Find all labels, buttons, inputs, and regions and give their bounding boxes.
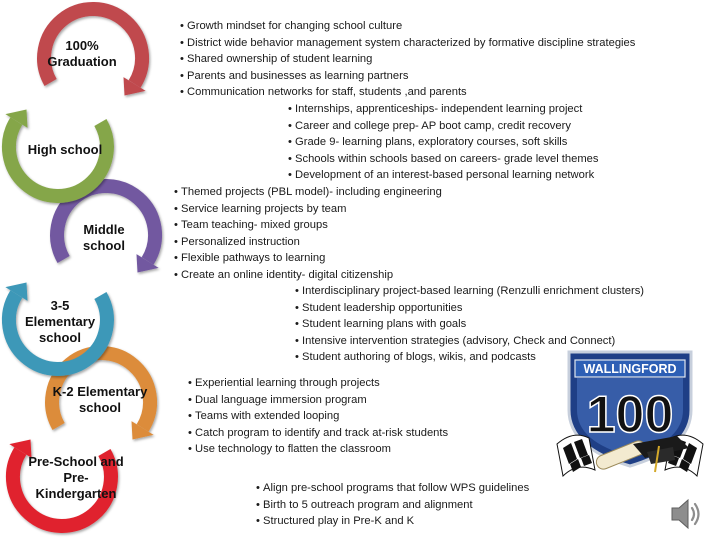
list-item: Student learning plans with goals [295, 316, 644, 333]
list-item: Experiential learning through projects [188, 375, 448, 392]
logo-number: 100 [587, 386, 674, 444]
stage-label-graduation: 100% Graduation [47, 38, 117, 69]
stage-label-pre-school: Pre-School and Pre-Kindergarten [28, 454, 124, 501]
wallingford-100-logo: WALLINGFORD 100 [556, 350, 704, 478]
stage-ring-arc [1, 117, 114, 203]
list-item: Communication networks for staff, studen… [180, 84, 635, 101]
list-item: Teams with extended looping [188, 408, 448, 425]
stage-ring-arrowhead [123, 77, 146, 96]
list-item: Development of an interest-based persona… [288, 167, 599, 184]
stage-ring-arrowhead [5, 282, 28, 301]
stage-ring-high-school [1, 109, 114, 203]
stage-ring-arc [50, 179, 163, 265]
list-item: Growth mindset for changing school cultu… [180, 18, 635, 35]
checkered-flag-left-icon [556, 434, 596, 478]
list-item: Team teaching- mixed groups [174, 217, 442, 234]
stage-ring-arrowhead [9, 439, 32, 458]
list-item: Dual language immersion program [188, 392, 448, 409]
stage-label-elementary-k-2: K-2 Elementary school [52, 384, 148, 415]
logo-banner [574, 359, 686, 378]
list-item: Themed projects (PBL model)- including e… [174, 184, 442, 201]
stage-ring-arrowhead [131, 421, 154, 440]
list-item: District wide behavior management system… [180, 35, 635, 52]
list-item: Interdisciplinary project-based learning… [295, 283, 644, 300]
list-item: Catch program to identify and track at-r… [188, 425, 448, 442]
list-item: Service learning projects by team [174, 201, 442, 218]
stage-ring-middle-school [50, 179, 163, 273]
logo-word: WALLINGFORD [583, 362, 676, 376]
bullets-elementary-k-2: Experiential learning through projects D… [188, 375, 448, 458]
stage-rings-diagram [1, 2, 163, 533]
list-item: Personalized instruction [174, 234, 442, 251]
list-item: Internships, apprenticeships- independen… [288, 101, 599, 118]
list-item: Student leadership opportunities [295, 300, 644, 317]
bullets-elementary-3-5: Interdisciplinary project-based learning… [295, 283, 644, 366]
bullets-pre-school: Align pre-school programs that follow WP… [256, 480, 529, 530]
stage-ring-pre-school [5, 439, 118, 533]
list-item: Career and college prep- AP boot camp, c… [288, 118, 599, 135]
stage-ring-arc [5, 447, 118, 533]
stage-ring-arc [37, 2, 150, 88]
list-item: Shared ownership of student learning [180, 51, 635, 68]
list-item: Schools within schools based on careers-… [288, 151, 598, 168]
stage-ring-graduation [37, 2, 150, 96]
list-item: Align pre-school programs that follow WP… [256, 480, 529, 497]
list-item: Intensive intervention strategies (advis… [295, 333, 644, 350]
stage-label-high-school: High school [27, 142, 103, 157]
list-item: Birth to 5 outreach program and alignmen… [256, 497, 529, 514]
stage-label-middle-school: Middle school [83, 222, 125, 253]
list-item: Use technology to flatten the classroom [188, 441, 448, 458]
stage-ring-elementary-3-5 [1, 282, 114, 376]
bullets-graduation: Growth mindset for changing school cultu… [180, 18, 635, 101]
stage-ring-arc [1, 290, 114, 376]
bullets-middle-school: Themed projects (PBL model)- including e… [174, 184, 442, 284]
list-item: Structured play in Pre-K and K [256, 513, 529, 530]
stage-ring-arrowhead [5, 109, 28, 128]
bullets-high-school: Internships, apprenticeships- independen… [288, 101, 599, 184]
stage-ring-arrowhead [136, 254, 159, 273]
graduation-cap-icon [633, 436, 689, 473]
list-item: Create an online identity- digital citiz… [174, 267, 442, 284]
stage-label-elementary-3-5: 3-5 Elementary school [24, 298, 96, 345]
list-item: Parents and businesses as learning partn… [180, 68, 635, 85]
list-item: Flexible pathways to learning [174, 250, 442, 267]
list-item: Student authoring of blogs, wikis, and p… [295, 349, 644, 366]
logo-shield-inner [577, 378, 683, 456]
list-item: Grade 9- learning plans, exploratory cou… [288, 134, 599, 151]
speaker-icon[interactable] [668, 494, 706, 534]
